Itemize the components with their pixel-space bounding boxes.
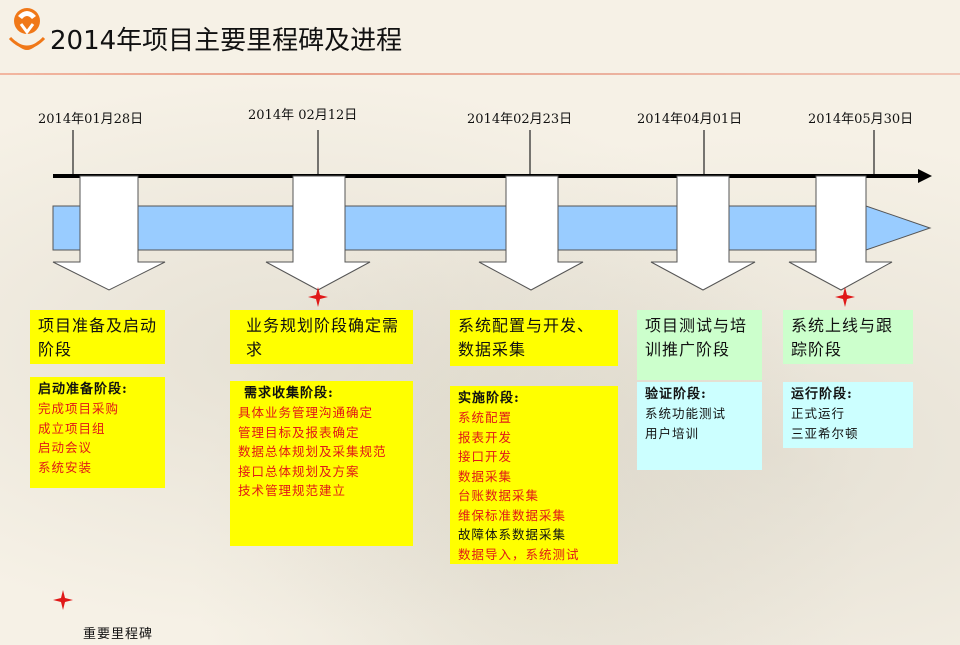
phase-arrow-2 <box>265 175 371 291</box>
phase-title-3: 系统配置与开发、数据采集 <box>458 316 595 359</box>
task-item: 数据导入，系统测试 <box>458 546 580 562</box>
progress-band <box>52 205 932 251</box>
phase-title-5: 系统上线与跟踪阶段 <box>791 316 894 359</box>
task-item: 管理目标及报表确定 <box>238 424 360 440</box>
company-logo-icon <box>8 8 46 50</box>
legend-label: 重要里程碑 <box>83 627 154 642</box>
milestone-star-icon-5 <box>835 287 855 307</box>
task-head-3: 实施阶段: <box>458 391 520 406</box>
phase-title-2: 业务规划阶段确定需求 <box>246 316 400 359</box>
task-box-5: 运行阶段: 正式运行 三亚希尔顿 <box>783 382 913 448</box>
task-head-5: 运行阶段: <box>791 387 853 402</box>
task-item: 技术管理规范建立 <box>238 483 347 498</box>
timeline-arrowhead-icon <box>918 169 932 183</box>
task-item: 正式运行 <box>791 406 846 421</box>
task-item: 数据采集 <box>458 468 513 484</box>
task-item: 成立项目组 <box>38 420 106 436</box>
task-item: 完成项目采购 <box>38 401 120 416</box>
legend-star-icon <box>53 590 73 610</box>
phase-arrow-4 <box>650 175 756 291</box>
task-item: 数据总体规划及采集规范 <box>238 444 387 459</box>
task-box-3: 实施阶段: 系统配置 报表开发 接口开发 数据采集 台账数据采集 维保标准数据采… <box>450 386 618 564</box>
task-item: 系统配置 <box>458 410 513 425</box>
task-head-2: 需求收集阶段: <box>244 386 334 401</box>
phase-arrow-3 <box>478 175 584 291</box>
task-item: 台账数据采集 <box>458 488 540 503</box>
date-label-3: 2014年02月23日 <box>467 112 573 127</box>
title-divider <box>0 73 960 75</box>
task-item: 三亚希尔顿 <box>791 425 859 441</box>
phase-title-box-5: 系统上线与跟踪阶段 <box>783 310 913 364</box>
date-label-1: 2014年01月28日 <box>38 112 144 127</box>
task-item: 接口总体规划及方案 <box>238 463 360 479</box>
task-item: 系统功能测试 <box>645 406 727 421</box>
phase-title-box-3: 系统配置与开发、数据采集 <box>450 310 618 366</box>
task-box-4: 验证阶段: 系统功能测试 用户培训 <box>637 382 762 470</box>
task-item: 用户培训 <box>645 425 700 441</box>
task-item: 维保标准数据采集 <box>458 507 567 523</box>
date-label-5: 2014年05月30日 <box>808 112 914 127</box>
milestone-star-icon-2 <box>308 287 328 307</box>
phase-title-box-4: 项目测试与培训推广阶段 <box>637 310 762 380</box>
date-label-2: 2014年 02月12日 <box>248 108 358 123</box>
task-head-1: 启动准备阶段: <box>38 382 128 397</box>
task-item: 故障体系数据采集 <box>458 527 567 542</box>
phase-title-box-2: 业务规划阶段确定需求 <box>230 310 413 364</box>
phase-arrow-5 <box>788 175 893 291</box>
date-label-4: 2014年04月01日 <box>637 112 743 127</box>
phase-title-box-1: 项目准备及启动阶段 <box>30 310 165 364</box>
task-item: 接口开发 <box>458 449 513 464</box>
task-box-1: 启动准备阶段: 完成项目采购 成立项目组 启动会议 系统安装 <box>30 377 165 488</box>
phase-title-4: 项目测试与培训推广阶段 <box>645 316 748 359</box>
task-item: 报表开发 <box>458 429 513 445</box>
phase-title-1: 项目准备及启动阶段 <box>38 316 158 359</box>
task-item: 系统安装 <box>38 459 93 475</box>
phase-arrow-1 <box>52 175 166 291</box>
task-item: 启动会议 <box>38 440 93 455</box>
task-item: 具体业务管理沟通确定 <box>238 405 374 420</box>
page-title: 2014年项目主要里程碑及进程 <box>50 26 403 56</box>
task-head-4: 验证阶段: <box>645 387 707 402</box>
task-box-2: 需求收集阶段: 具体业务管理沟通确定 管理目标及报表确定 数据总体规划及采集规范… <box>230 381 413 546</box>
